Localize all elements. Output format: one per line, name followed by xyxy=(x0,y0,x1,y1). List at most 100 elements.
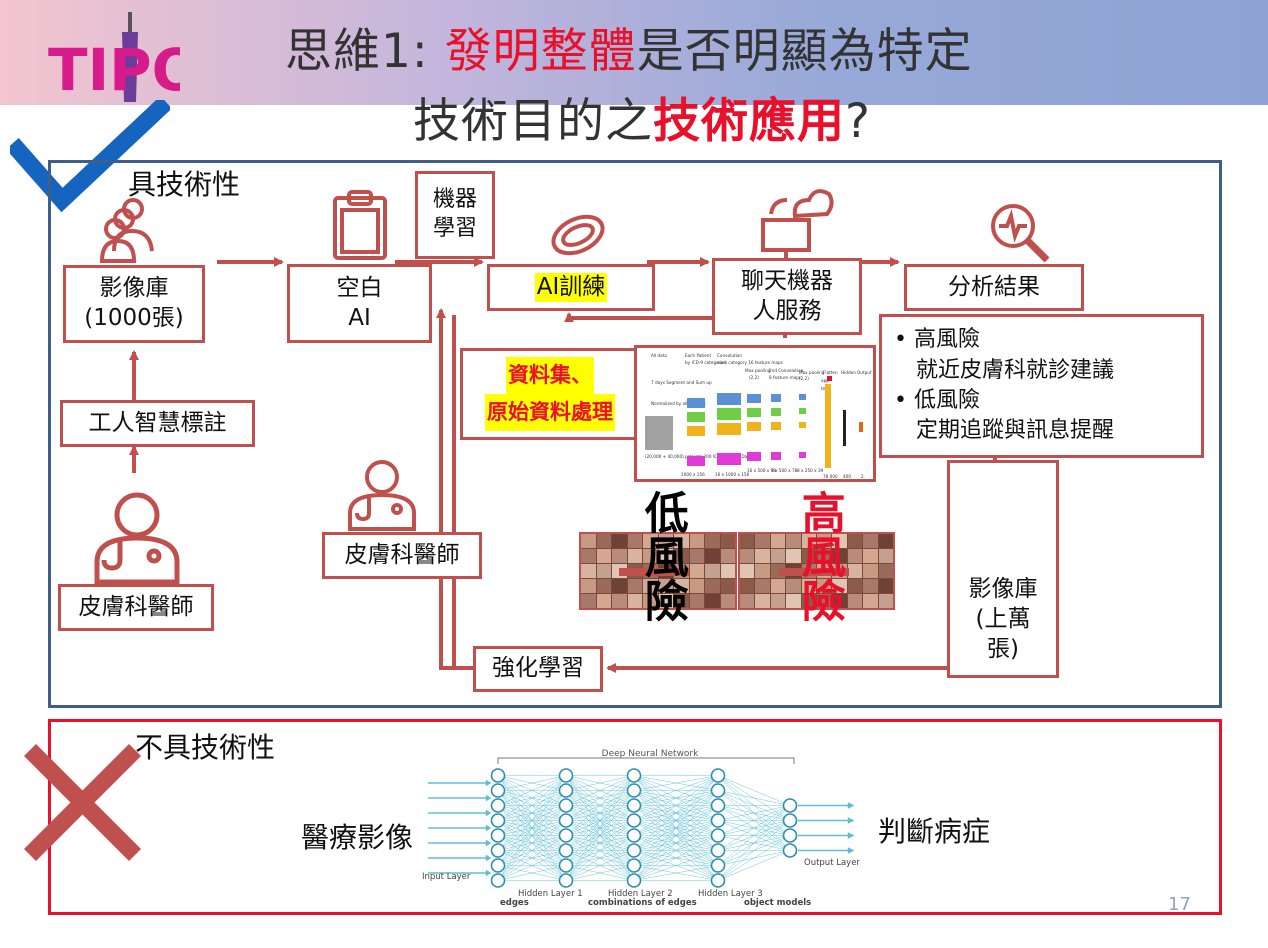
lesion-thumbnail xyxy=(740,534,755,548)
lesion-thumbnail xyxy=(658,549,673,563)
nn-neuron xyxy=(558,858,574,873)
lesion-thumbnail xyxy=(705,579,720,593)
nn-connection xyxy=(565,775,635,866)
nn-neuron xyxy=(782,843,798,858)
cnn-dim6: 400 xyxy=(843,474,851,479)
lesion-thumbnail xyxy=(612,594,627,608)
nn-input-arrowhead xyxy=(485,809,492,817)
nn-connection xyxy=(565,775,635,836)
cnn-header-conv: Convolution xyxy=(717,353,742,358)
cnn-sub4: 8 feature maps xyxy=(769,375,801,380)
nn-connection xyxy=(717,805,791,866)
lesion-thumbnail xyxy=(832,594,847,608)
lesion-thumbnail xyxy=(863,549,878,563)
lesion-thumbnail xyxy=(720,564,735,578)
cnn-dim2: 16 x 500 x 78 xyxy=(747,468,776,473)
lesion-thumbnail xyxy=(596,594,611,608)
lesion-thumbnail xyxy=(658,579,673,593)
tipo-logo: TIPO xyxy=(48,12,180,103)
lesion-thumbnail xyxy=(596,549,611,563)
lesion-thumbnail xyxy=(643,594,658,608)
cnn-sub2: each category 16 feature maps xyxy=(717,360,783,365)
cnn-header-pool: Max pooling xyxy=(745,368,771,373)
high-risk-image-grid xyxy=(738,532,895,610)
cnn-header-flatten: Flatten xyxy=(823,370,838,375)
lesion-thumbnail xyxy=(627,534,642,548)
lesion-thumbnail xyxy=(847,564,863,578)
nn-connection xyxy=(565,850,635,881)
lesion-thumbnail xyxy=(674,549,689,563)
nn-neuron xyxy=(558,873,574,888)
result-low-detail: 定期追蹤與訊息提醒 xyxy=(916,418,1115,444)
lesion-thumbnail xyxy=(689,564,704,578)
cnn-flag1: app xyxy=(821,378,829,383)
image-db-large-box: 影像庫 (上萬 張) xyxy=(947,460,1059,678)
cross-icon xyxy=(23,743,142,862)
lesion-thumbnail xyxy=(581,564,596,578)
nn-connection xyxy=(633,775,719,836)
nn-neuron xyxy=(626,828,642,843)
nn-connection xyxy=(565,820,635,881)
lesion-thumbnail xyxy=(581,534,596,548)
medical-image-label: 醫療影像 xyxy=(301,821,414,854)
grid-overlay-lines xyxy=(619,568,849,576)
nn-connection xyxy=(565,805,635,881)
lesion-thumbnail xyxy=(612,534,627,548)
lesion-thumbnail xyxy=(801,534,816,548)
result-high-detail: 就近皮膚科就診建議 xyxy=(916,357,1115,383)
nn-connection xyxy=(633,775,719,881)
lesion-thumbnail xyxy=(658,594,673,608)
ai-annotation-box: 工人智慧標註 xyxy=(60,400,255,447)
nn-connection xyxy=(497,775,567,821)
lesion-thumbnail xyxy=(863,579,878,593)
lesion-thumbnail xyxy=(689,594,704,608)
nn-feat2: combinations of edges xyxy=(588,898,697,908)
nontechnical-label: 不具技術性 xyxy=(135,731,276,764)
nn-neuron xyxy=(782,828,798,843)
nn-neuron xyxy=(490,768,506,783)
lesion-thumbnail xyxy=(816,549,832,563)
nn-neuron xyxy=(626,783,642,798)
cnn-dim1: 16 x 1000 x 156 xyxy=(715,472,750,477)
cnn-header-pool2: Max pooling xyxy=(799,370,825,375)
nn-neuron xyxy=(626,768,642,783)
nn-neuron xyxy=(490,813,506,828)
result-low: • 低風險 xyxy=(894,388,980,413)
nn-connection xyxy=(717,775,791,806)
nn-connection xyxy=(565,790,635,881)
ai-training-box: AI訓練 xyxy=(487,264,655,311)
technical-section-frame xyxy=(48,160,1222,708)
lesion-thumbnail xyxy=(878,594,893,608)
nn-connection xyxy=(497,790,567,881)
nn-connection xyxy=(497,775,567,836)
lesion-thumbnail xyxy=(740,549,755,563)
nn-neuron xyxy=(490,873,506,888)
nn-neuron xyxy=(558,828,574,843)
nn-output-arrowhead xyxy=(847,802,855,809)
lesion-thumbnail xyxy=(786,549,801,563)
cnn-header-patient: Each Patient xyxy=(685,353,711,358)
lesion-thumbnail xyxy=(705,564,720,578)
nn-neuron xyxy=(490,858,506,873)
nn-connection xyxy=(565,775,635,806)
lesion-thumbnail xyxy=(705,594,720,608)
nn-connection xyxy=(497,835,567,881)
nn-connection xyxy=(565,775,635,881)
lesion-thumbnail xyxy=(643,534,658,548)
nn-connection xyxy=(633,775,719,851)
lesion-thumbnail xyxy=(832,534,847,548)
nn-neuron xyxy=(490,828,506,843)
cnn-header-hidden: Hidden xyxy=(841,370,856,375)
nn-connection xyxy=(717,850,791,881)
result-high: • 高風險 xyxy=(894,327,980,353)
lesion-thumbnail xyxy=(755,594,770,608)
lesion-thumbnail xyxy=(863,534,878,548)
cnn-sub5: (2,2) xyxy=(799,376,809,381)
lesion-thumbnail xyxy=(720,549,735,563)
nn-neuron xyxy=(490,783,506,798)
lesion-thumbnail xyxy=(863,594,878,608)
cnn-note1: 7 days Segment and Sum up xyxy=(651,380,712,385)
dermatologist-box-2: 皮膚科醫師 xyxy=(322,532,482,579)
lesion-thumbnail xyxy=(755,534,770,548)
nn-connection xyxy=(633,790,719,881)
